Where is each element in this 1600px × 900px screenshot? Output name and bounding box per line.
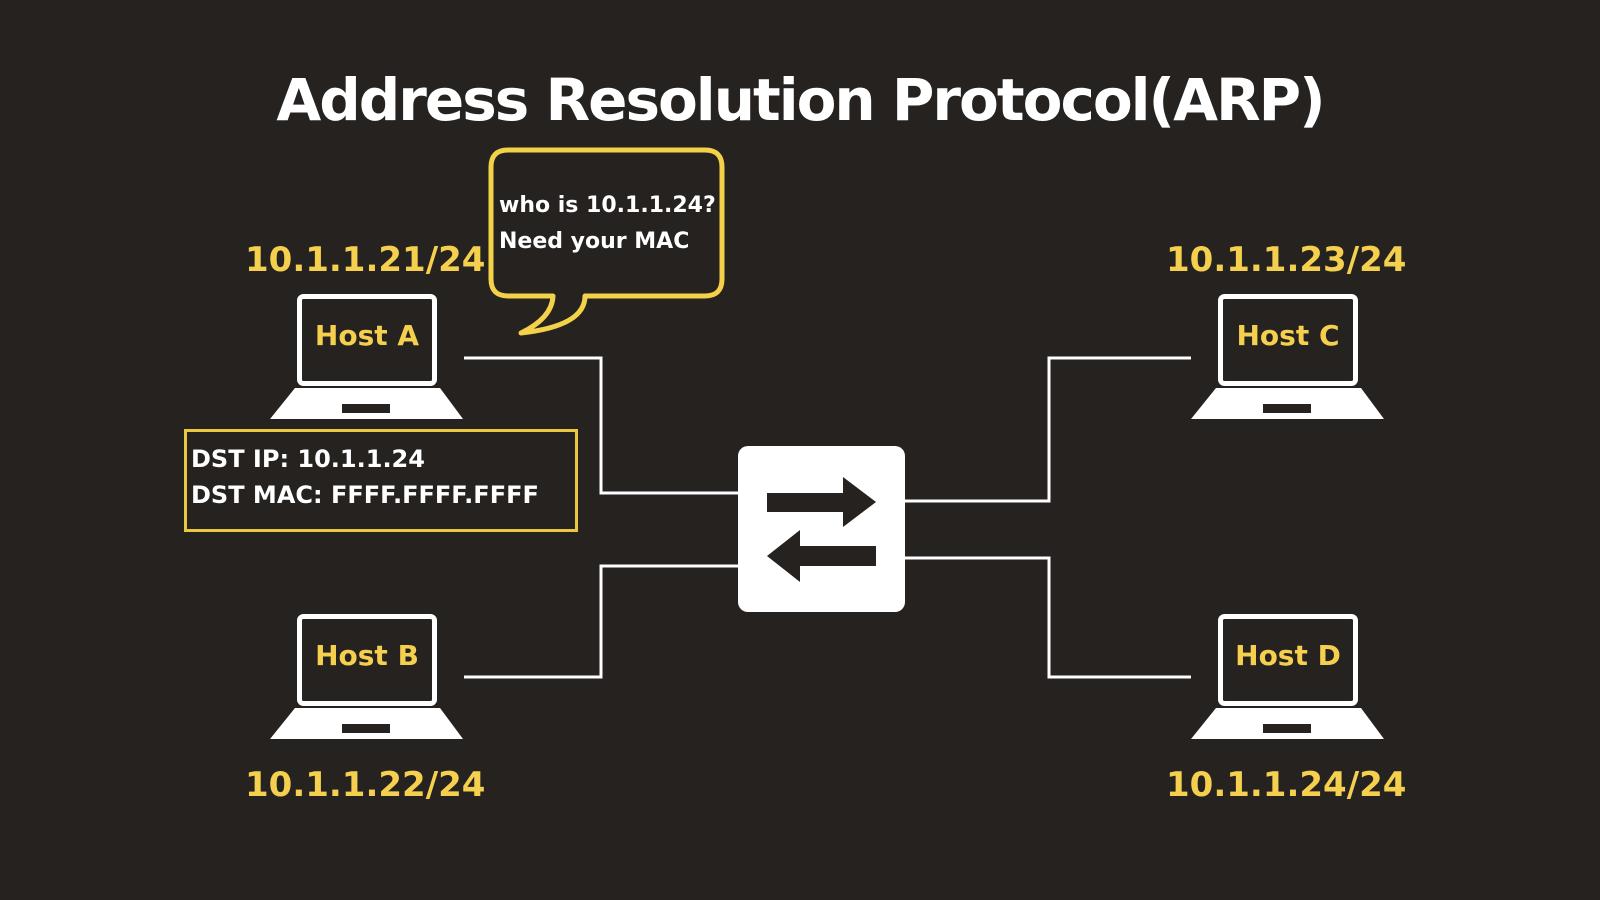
laptop-icon — [1191, 294, 1384, 419]
bubble-line-1: who is 10.1.1.24? — [499, 193, 716, 218]
link-host-b-switch — [464, 564, 738, 679]
frame-header-box — [184, 429, 578, 532]
bubble-line-2: Need your MAC — [499, 229, 690, 254]
host-a-label: Host A — [314, 319, 420, 352]
host-b-ip: 10.1.1.22/24 — [245, 765, 486, 805]
laptop-icon — [270, 614, 463, 739]
host-d-label: Host D — [1235, 639, 1341, 672]
laptop-icon — [1191, 614, 1384, 739]
network-links — [464, 356, 1191, 679]
link-host-d-switch — [905, 556, 1191, 679]
host-c-label: Host C — [1236, 319, 1340, 352]
switch-icon — [738, 446, 905, 612]
page-title: Address Resolution Protocol(ARP) — [276, 66, 1325, 134]
link-host-c-switch — [905, 356, 1191, 503]
speech-bubble — [488, 147, 725, 336]
dst-mac-label: DST MAC: FFFF.FFFF.FFFF — [191, 481, 539, 509]
link-host-a-switch — [464, 356, 738, 495]
host-a-ip: 10.1.1.21/24 — [245, 240, 486, 280]
host-d-ip: 10.1.1.24/24 — [1166, 765, 1407, 805]
host-b-label: Host B — [315, 639, 419, 672]
host-c-ip: 10.1.1.23/24 — [1166, 240, 1407, 280]
dst-ip-label: DST IP: 10.1.1.24 — [191, 445, 425, 473]
laptop-icon — [270, 294, 463, 419]
